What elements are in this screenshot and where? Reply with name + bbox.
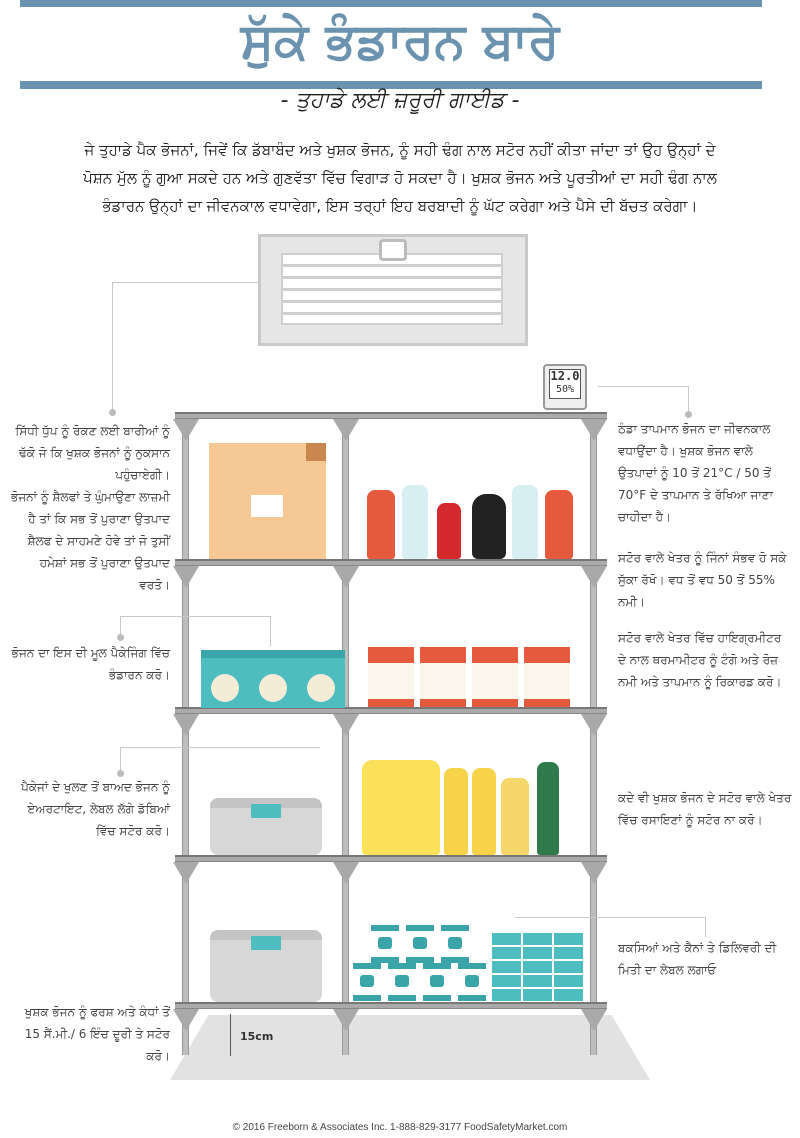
fish-tin-stack bbox=[492, 933, 584, 1002]
window-illustration bbox=[258, 234, 528, 346]
airtight-container bbox=[210, 798, 322, 855]
shelf-foot bbox=[173, 1009, 199, 1031]
oil-bottle bbox=[444, 768, 468, 855]
note-temperature: ਠੰਡਾ ਤਾਪਮਾਨ ਭੋਜਨ ਦਾ ਜੀਵਨਕਾਲ ਵਧਾਉਂਦਾ ਹੈ। … bbox=[618, 422, 774, 524]
footer-copyright: © 2016 Freeborn & Associates Inc. 1-888-… bbox=[232, 1122, 568, 1133]
shelf-foot bbox=[173, 714, 199, 736]
hygrometer: 12.0 50% bbox=[543, 364, 587, 410]
shelf-foot bbox=[173, 419, 199, 441]
note-hygrometer: ਸਟੋਰ ਵਾਲੇ ਖੇਤਰ ਵਿੱਚ ਹਾਇਗ੍ਰਮੀਟਰ ਦੇ ਨਾਲ ਥਰ… bbox=[618, 631, 782, 689]
oil-jug bbox=[362, 760, 440, 855]
shelf-5 bbox=[175, 1002, 607, 1009]
note-airtight: ਪੈਕੇਜਾਂ ਦੇ ਖੁਲਣ ਤੋਂ ਬਾਅਦ ਭੋਜਨ ਨੂੰ ਏਅਰਟਾਇ… bbox=[21, 780, 170, 838]
callout-dot bbox=[109, 409, 116, 416]
sauce-bottle bbox=[367, 490, 395, 559]
intro-line: ਭੰਡਾਰਨ ਉਨ੍ਹਾਂ ਦਾ ਜੀਵਨਕਾਲ ਵਧਾਵੇਗਾ, ਇਸ ਤਰ੍… bbox=[102, 197, 698, 215]
airtight-container bbox=[210, 930, 322, 1002]
intro-line: ਜੇ ਤੁਹਾਡੇ ਪੈਕ ਭੋਜਨਾਂ, ਜਿਵੇਂ ਕਿ ਡੱਬਾਬੰਦ ਅ… bbox=[84, 141, 716, 159]
shelf-4 bbox=[175, 855, 607, 862]
callout-dot bbox=[117, 634, 124, 641]
callout-line bbox=[112, 282, 113, 412]
clearance-label: 15cm bbox=[240, 1030, 274, 1043]
food-can bbox=[406, 925, 434, 963]
callout-line bbox=[688, 386, 689, 414]
floor bbox=[170, 1015, 650, 1080]
note-floor: ਖੁਸ਼ਕ ਭੋਜਨ ਨੂੰ ਫਰਸ਼ ਅਤੇ ਕੰਧਾਂ ਤੋਂ 15 ਸੈਂ… bbox=[24, 1005, 170, 1063]
callout-dot bbox=[685, 411, 692, 418]
green-bottle bbox=[537, 762, 559, 855]
note-dry: ਸਟੋਰ ਵਾਲੇ ਖੇਤਰ ਨੂੰ ਜਿੰਨਾਂ ਸੰਭਵ ਹੋ ਸਕੇ ਸੁ… bbox=[618, 551, 787, 609]
wine-bottle bbox=[437, 503, 461, 559]
shelf-foot bbox=[581, 862, 607, 884]
callout-line bbox=[120, 747, 121, 771]
page-title: ਸੁੱਕੇ ਭੰਡਾਰਨ ਬਾਰੇ bbox=[240, 12, 560, 70]
box-tape bbox=[306, 443, 326, 461]
callout-line bbox=[120, 747, 320, 748]
top-rule bbox=[20, 0, 762, 7]
food-jar bbox=[368, 647, 414, 707]
note-rotate: ਭੋਜਨਾਂ ਨੂੰ ਸ਼ੈਲਫਾਂ ਤੇ ਘੁੰਮਾਉਣਾ ਲਾਜ਼ਮੀ ਹੈ… bbox=[10, 490, 170, 592]
hygrometer-temperature: 12.0 bbox=[550, 369, 580, 383]
callout-line bbox=[120, 616, 270, 617]
box-label bbox=[251, 495, 283, 517]
clearance-arrow bbox=[230, 1014, 231, 1056]
shelf-foot bbox=[333, 862, 359, 884]
callout-dot bbox=[117, 770, 124, 777]
shelf-foot bbox=[333, 1009, 359, 1031]
note-packaging: ਭੋਜਨ ਦਾ ਇਸ ਦੀ ਮੂਲ ਪੈਕੇਜਿੰਗ ਵਿੱਚ ਭੰਡਾਰਨ ਕ… bbox=[11, 646, 170, 682]
note-window: ਸਿੱਧੀ ਧੁੱਪ ਨੂੰ ਰੋਕਣ ਲਈ ਬਾਰੀਆਂ ਨੂੰ ਢੱਕੋ ਜ… bbox=[15, 424, 170, 482]
callout-line bbox=[515, 917, 705, 918]
cardboard-box bbox=[209, 443, 326, 559]
water-bottle bbox=[512, 485, 538, 559]
shelf-foot bbox=[333, 566, 359, 588]
food-jar bbox=[472, 647, 518, 707]
callout-line bbox=[598, 386, 688, 387]
water-bottle bbox=[402, 485, 428, 559]
sauce-bottle bbox=[545, 490, 573, 559]
callout-line bbox=[270, 616, 271, 646]
food-can bbox=[371, 925, 399, 963]
callout-line bbox=[112, 282, 258, 283]
note-chemicals: ਕਦੇ ਵੀ ਖੁਸ਼ਕ ਭੋਜਨ ਦੇ ਸਟੋਰ ਵਾਲੇ ਖੇਤਰ ਵਿੱਚ… bbox=[618, 791, 792, 827]
shelf-foot bbox=[173, 566, 199, 588]
mid-rule bbox=[20, 81, 762, 89]
hygrometer-humidity: 50% bbox=[555, 384, 575, 395]
food-can bbox=[388, 963, 416, 1001]
food-tub bbox=[249, 650, 297, 708]
page-subtitle: - ਤੁਹਾਡੇ ਲਈ ਜ਼ਰੂਰੀ ਗਾਈਡ - bbox=[280, 88, 520, 113]
window-blinds bbox=[281, 253, 503, 325]
shelf-foot bbox=[581, 419, 607, 441]
blind-handle bbox=[379, 239, 407, 261]
dark-bottle bbox=[472, 494, 506, 559]
hygrometer-display: 12.0 50% bbox=[549, 369, 581, 399]
shelf-foot bbox=[333, 419, 359, 441]
callout-line bbox=[120, 616, 121, 636]
intro-paragraph: ਜੇ ਤੁਹਾਡੇ ਪੈਕ ਭੋਜਨਾਂ, ਜਿਵੇਂ ਕਿ ਡੱਬਾਬੰਦ ਅ… bbox=[20, 136, 780, 220]
shelf-foot bbox=[581, 1009, 607, 1031]
food-can bbox=[458, 963, 486, 1001]
shelf-3 bbox=[175, 707, 607, 714]
shelf-foot bbox=[581, 566, 607, 588]
note-labels: ਬਕਸਿਆਂ ਅਤੇ ਕੈਨਾਂ ਤੇ ਡਿਲਿਵਰੀ ਦੀ ਮਿਤੀ ਦਾ ਲ… bbox=[618, 941, 777, 977]
food-can bbox=[441, 925, 469, 963]
food-can bbox=[353, 963, 381, 1001]
food-tub bbox=[201, 650, 249, 708]
shelf-foot bbox=[173, 862, 199, 884]
intro-line: ਪੋਸ਼ਨ ਮੁੱਲ ਨੂੰ ਗੁਆ ਸਕਦੇ ਹਨ ਅਤੇ ਗੁਣਵੱਤਾ ਵ… bbox=[83, 169, 717, 187]
oil-bottle bbox=[472, 768, 496, 855]
food-jar bbox=[420, 647, 466, 707]
shelf-foot bbox=[581, 714, 607, 736]
food-jar bbox=[524, 647, 570, 707]
oil-bottle bbox=[501, 778, 529, 855]
shelf-foot bbox=[333, 714, 359, 736]
food-tub bbox=[297, 650, 345, 708]
food-can bbox=[423, 963, 451, 1001]
shelf-1 bbox=[175, 412, 607, 419]
shelf-2 bbox=[175, 559, 607, 566]
callout-line bbox=[705, 917, 706, 937]
